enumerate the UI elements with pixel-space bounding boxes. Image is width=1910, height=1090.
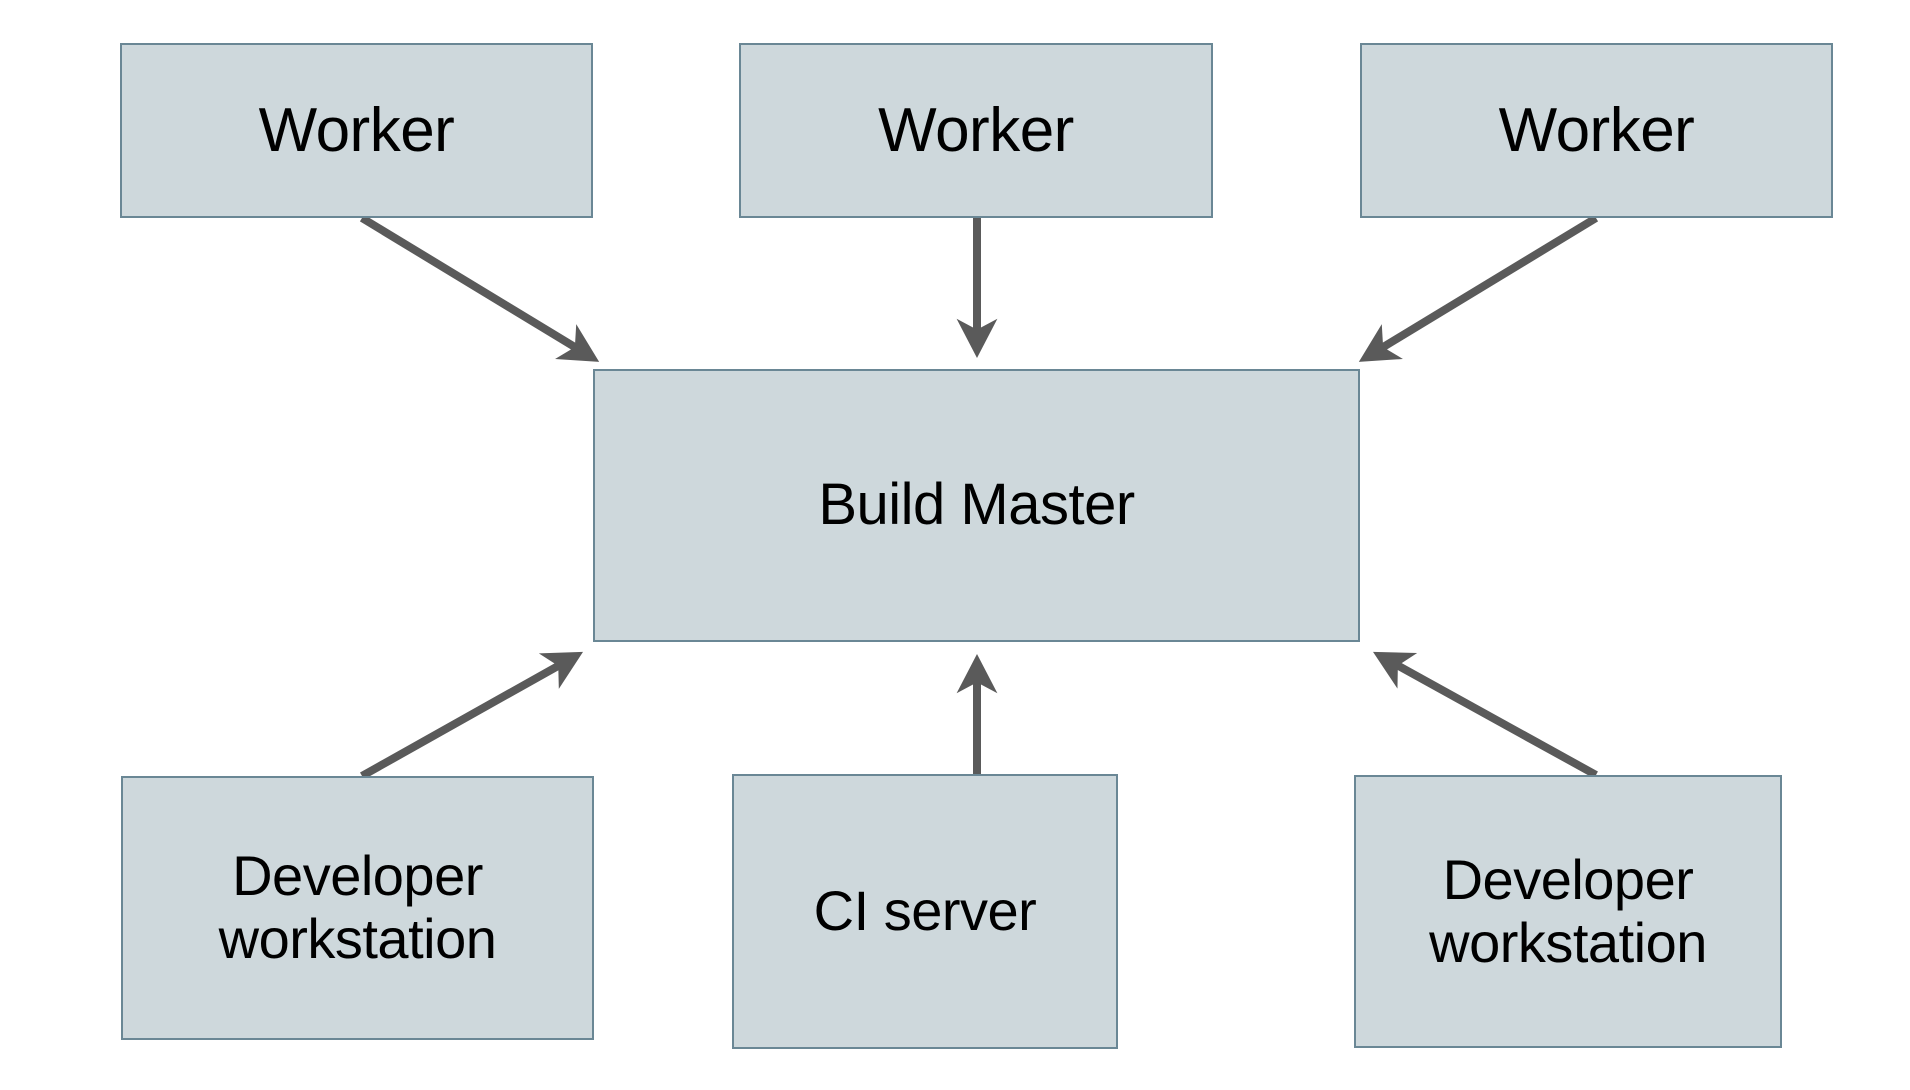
node-dev-workstation-right[interactable]: Developer workstation	[1354, 775, 1782, 1048]
edge-worker-1-to-build-master	[359, 214, 600, 362]
node-ci-server[interactable]: CI server	[732, 774, 1118, 1049]
node-worker-2[interactable]: Worker	[739, 43, 1213, 218]
node-label-build-master: Build Master	[818, 472, 1135, 538]
node-label-worker-2: Worker	[878, 95, 1074, 165]
node-dev-workstation-left[interactable]: Developer workstation	[121, 776, 594, 1040]
node-worker-3[interactable]: Worker	[1360, 43, 1833, 218]
node-label-worker-1: Worker	[258, 95, 455, 165]
node-worker-1[interactable]: Worker	[120, 43, 593, 218]
edge-dev-left-to-build-master	[360, 651, 584, 780]
edge-dev-right-to-build-master	[1373, 651, 1598, 779]
node-label-dev-workstation-left: Developer workstation	[218, 844, 497, 970]
node-label-ci-server: CI server	[813, 879, 1037, 943]
node-build-master[interactable]: Build Master	[593, 369, 1360, 642]
node-label-dev-workstation-right: Developer workstation	[1429, 847, 1707, 974]
node-label-worker-3: Worker	[1498, 95, 1695, 165]
edge-worker-3-to-build-master	[1358, 214, 1599, 362]
